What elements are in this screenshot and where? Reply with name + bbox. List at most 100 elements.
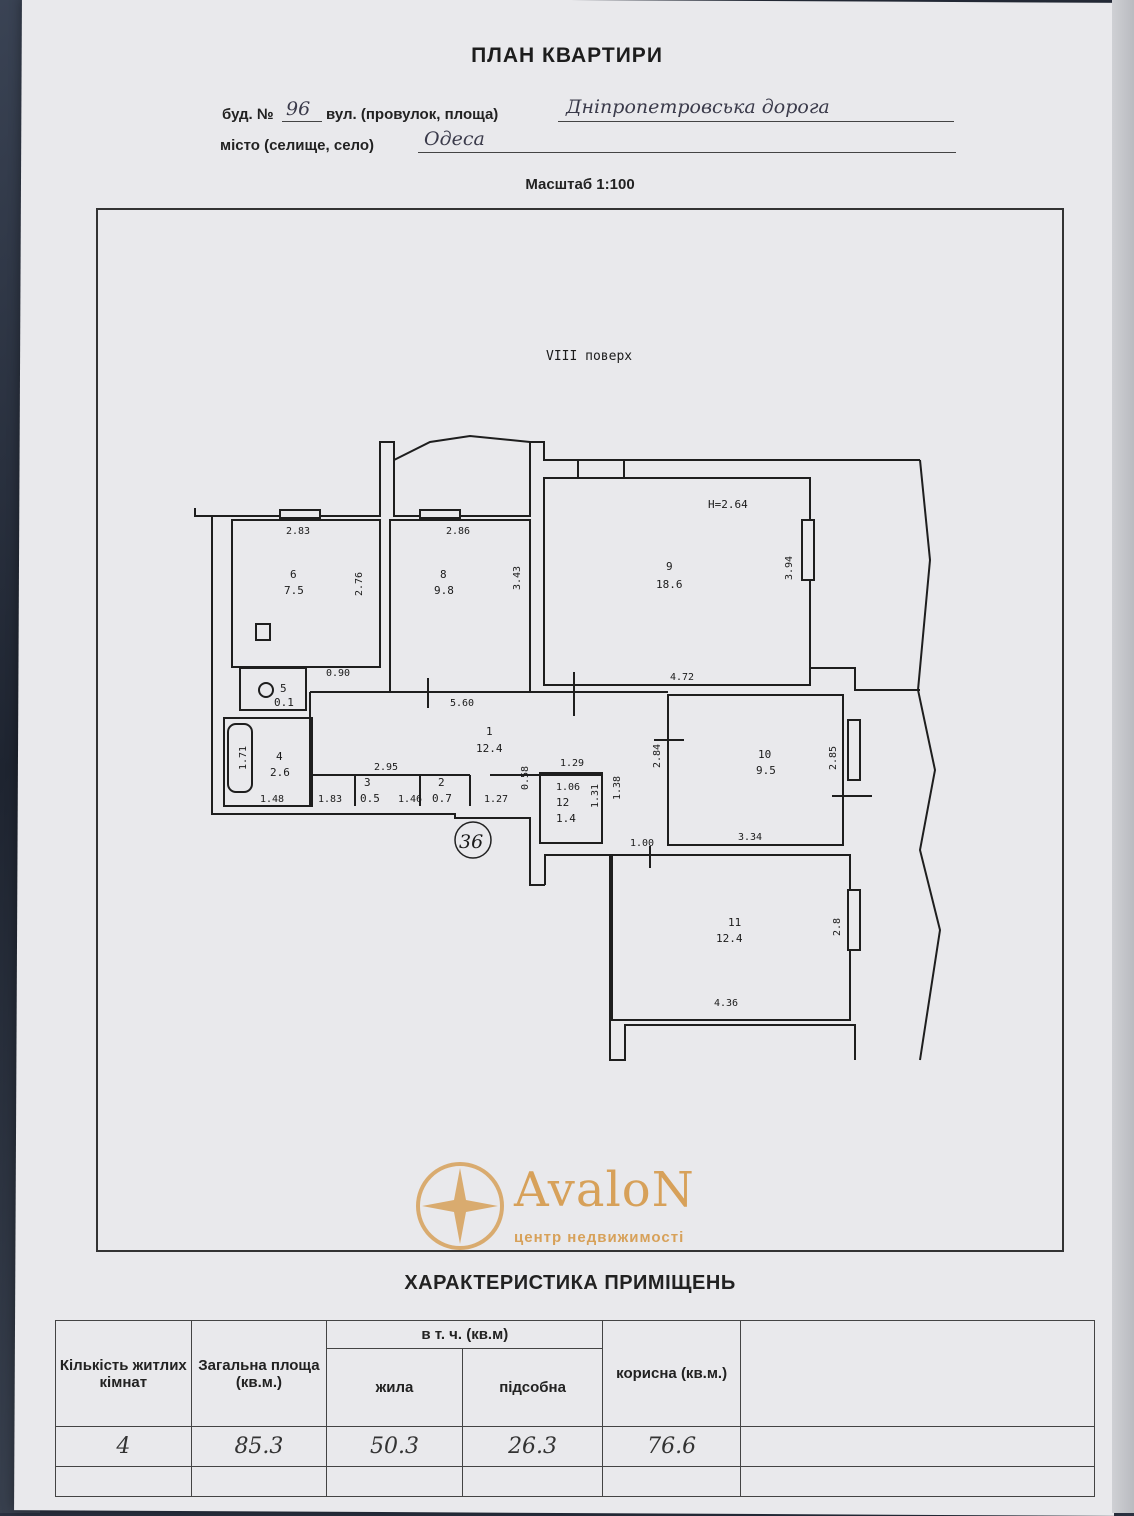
header-auxiliary: підсобна [461,1348,604,1427]
value-rooms-count: 4 [55,1426,192,1467]
window [801,519,815,581]
room-2-area: 0.7 [432,792,452,805]
room-labels: 6 7.5 8 9.8 9 18.6 5 0.1 1 12.4 4 2.6 3 … [270,560,776,945]
dim: 4.36 [714,998,738,1009]
empty-cell [461,1466,604,1497]
room-12-area: 1.4 [556,812,576,825]
room-5-area: 0.1 [274,696,294,709]
room-9-num: 9 [666,560,673,573]
dim: 3.94 [784,556,795,580]
watermark-brand: AvaloN [514,1162,695,1218]
room-8-area: 9.8 [434,584,454,597]
dim: 0.58 [520,766,531,790]
street-value: Дніпропетровська дорога [566,96,830,118]
dim: 1.48 [260,794,284,805]
height-note: H=2.64 [708,498,748,511]
empty-cell [190,1466,328,1497]
dim: 1.06 [556,782,580,793]
room-10-num: 10 [758,748,771,761]
building-underline [282,121,322,122]
watermark-tagline: центр недвижимості [514,1229,685,1246]
outer-wall [195,515,545,886]
compass-star-icon [422,1168,498,1244]
empty-cell [55,1466,192,1497]
value-total-area: 85.3 [190,1426,328,1467]
dim: 2.83 [286,526,310,537]
room-12-num: 12 [556,796,569,809]
dim: 1.00 [630,838,654,849]
room-6-num: 6 [290,568,297,581]
room-3-area: 0.5 [360,792,380,805]
window [577,459,625,479]
dim: 0.90 [326,668,350,679]
dim: 1.27 [484,794,508,805]
characteristics-title: ХАРАКТЕРИСТИКА ПРИМІЩЕНЬ [404,1272,736,1294]
outer-wall [544,854,856,1061]
empty-cell [326,1466,463,1497]
scale-label: Масштаб 1:100 [525,176,635,193]
empty-cell [602,1466,741,1497]
sink [255,623,271,641]
paper-stack-edge [1112,0,1134,1513]
room-8-wall [389,519,531,693]
header-incl: в т. ч. (кв.м) [326,1320,604,1349]
room-11-num: 11 [728,916,741,929]
value-useful: 76.6 [602,1426,741,1467]
dim: 4.72 [670,672,694,683]
dim: 1.83 [318,794,342,805]
room-4-num: 4 [276,750,283,763]
room-8-num: 8 [440,568,447,581]
room-5-wall [239,667,307,711]
header-rooms-count: Кількість житлих кімнат [55,1320,192,1427]
dim: 1.71 [238,746,249,770]
avalon-logo [416,1162,504,1250]
dim: 1.38 [612,776,623,800]
street-label: вул. (провулок, площа) [326,106,499,123]
apartment-number-circle [454,821,492,859]
apartment-number: 36 [459,831,483,853]
empty-cell [739,1466,1096,1497]
room-1-area: 12.4 [476,742,503,755]
dim: 2.76 [354,572,365,596]
dim: 5.60 [450,698,474,709]
building-label: буд. № [222,106,274,123]
value-auxiliary: 26.3 [461,1426,604,1467]
empty-header-cell [739,1320,1096,1427]
value-living: 50.3 [326,1426,463,1467]
room-2-num: 2 [438,776,445,789]
room-9-wall [543,477,811,686]
room-4-area: 2.6 [270,766,290,779]
window [279,509,321,519]
dim: 2.95 [374,762,398,773]
dim: 2.8 [832,918,843,936]
header-total-area: Загальна площа (кв.м.) [190,1320,328,1427]
dim: 2.84 [652,744,663,768]
compass-icon [416,1162,504,1250]
plan-frame [96,208,1064,1252]
room-10-area: 9.5 [756,764,776,777]
dim: 2.86 [446,526,470,537]
room-11-area: 12.4 [716,932,743,945]
dim: 1.31 [590,784,601,808]
dim: 2.85 [828,746,839,770]
window [847,889,861,951]
room-3-num: 3 [364,776,371,789]
header-living: жила [326,1348,463,1427]
room-5-num: 5 [280,682,287,695]
building-number: 96 [286,98,311,120]
document-title: ПЛАН КВАРТИРИ [471,44,663,67]
dim: 1.46 [398,794,422,805]
characteristics-table: Кількість житлих кімнат Загальна площа (… [55,1320,1096,1497]
bay-window [393,434,531,461]
window [847,719,861,781]
room-4-wall [223,717,313,807]
dim: 3.34 [738,832,762,843]
street-underline [558,121,954,122]
room-1-num: 1 [486,725,493,738]
dim: 3.43 [512,566,523,590]
city-value: Одеса [424,128,485,150]
floor-label: VIII поверх [546,349,632,364]
room-10-wall [667,694,844,846]
toilet [258,682,274,698]
